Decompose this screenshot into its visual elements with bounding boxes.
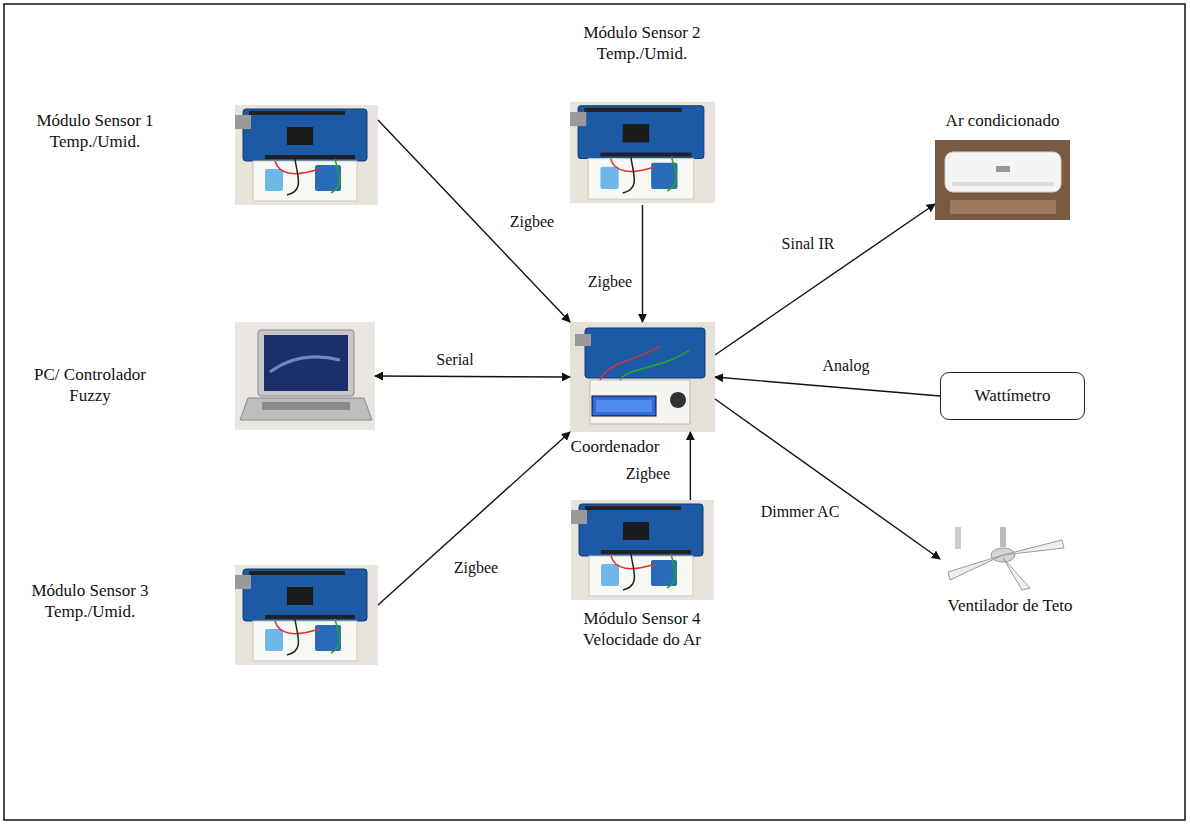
ceiling-fan: Ventilador de Teto: [940, 525, 1070, 593]
sensor-module: Módulo Sensor 1 Temp./Umid.: [235, 105, 378, 205]
node-label: PC/ Controlador Fuzzy: [20, 364, 160, 407]
connection-label: Dimmer AC: [759, 502, 842, 521]
coordinator: Coordenador: [570, 322, 715, 432]
coordinator-photo: [570, 322, 715, 432]
connection-label: Zigbee: [508, 212, 556, 231]
ceiling-fan-photo: [948, 527, 1064, 590]
connection-label: Serial: [434, 350, 475, 369]
connector-arrow: [378, 120, 570, 322]
sensor-module: Módulo Sensor 3 Temp./Umid.: [235, 565, 378, 665]
node-label: Módulo Sensor 2 Temp./Umid.: [572, 22, 712, 65]
air-conditioner: Ar condicionado: [935, 140, 1070, 220]
connector-arrow: [715, 204, 935, 355]
pc-controller: PC/ Controlador Fuzzy: [235, 322, 375, 430]
box-label: Wattímetro: [974, 385, 1050, 406]
laptop-photo: [235, 322, 375, 430]
node-label: Módulo Sensor 4 Velocidade do Ar: [572, 608, 712, 651]
connection-label: Analog: [820, 356, 871, 375]
connector-arrow: [715, 399, 940, 559]
node-label: Coordenador: [560, 436, 670, 457]
outer-frame: [4, 4, 1185, 820]
wattmeter-box: Wattímetro: [940, 372, 1085, 420]
connection-label: Zigbee: [452, 558, 500, 577]
sensor-module-photo: [235, 102, 715, 665]
connector-arrow: [375, 376, 570, 377]
connection-label: Sinal IR: [780, 234, 837, 253]
connection-label: Zigbee: [586, 272, 634, 291]
air-conditioner-photo: [935, 140, 1070, 220]
node-label: Ventilador de Teto: [935, 595, 1085, 616]
node-label: Ar condicionado: [930, 110, 1075, 131]
sensor-module: Módulo Sensor 2 Temp./Umid.: [570, 100, 715, 205]
connector-arrow: [378, 432, 570, 605]
node-label: Módulo Sensor 3 Temp./Umid.: [20, 580, 160, 623]
connector-arrow: [715, 377, 940, 396]
sensor-module: Módulo Sensor 4 Velocidade do Ar: [570, 500, 715, 600]
connector-arrow: [690, 432, 691, 500]
node-label: Módulo Sensor 1 Temp./Umid.: [25, 110, 165, 153]
connector-arrow: [642, 205, 643, 322]
connection-label: Zigbee: [624, 464, 672, 483]
